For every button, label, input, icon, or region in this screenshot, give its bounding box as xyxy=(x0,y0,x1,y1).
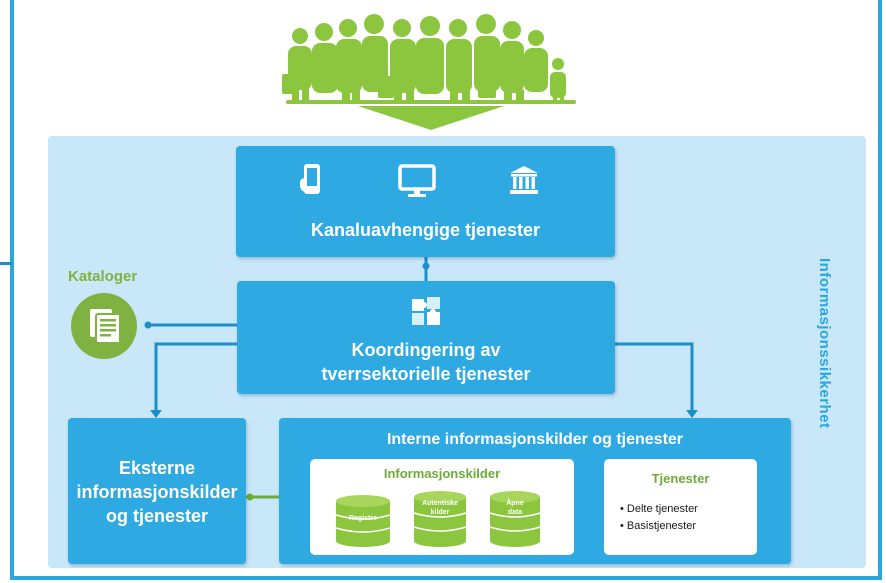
db-autentiske: Autentiske kilder xyxy=(412,489,468,547)
service-item-2: • Basistjenester xyxy=(620,520,697,532)
external-line2: informasjonskilder xyxy=(76,482,238,502)
db-autentiske-line2: kilder xyxy=(430,509,450,516)
db-autentiske-label: Autentiske kilder xyxy=(412,499,468,517)
coordination-box: Koordingering av tverrsektorielle tjenes… xyxy=(237,281,615,394)
left-connector-stub xyxy=(0,262,12,265)
db-apne-label: Åpne data xyxy=(488,499,542,517)
external-line3: og tjenester xyxy=(105,506,209,526)
external-sources-box: Eksterne informasjonskilder og tjenester xyxy=(68,418,246,564)
db-registre-label: Registre xyxy=(348,515,377,522)
services-title: Tjenester xyxy=(651,471,710,486)
mid-box-title-line1: Koordingering av xyxy=(351,340,501,360)
document-catalog-icon xyxy=(90,309,121,344)
information-security-label: Informasjonssikkerhet xyxy=(816,258,833,429)
database-icon xyxy=(335,495,391,547)
db-apne-line1: Åpne xyxy=(506,500,524,507)
channel-independent-services-box: Kanaluavhengige tjenester xyxy=(236,146,615,257)
database-icon xyxy=(413,491,467,547)
db-registre: Registre xyxy=(334,493,392,547)
service-item-2-label: Basistjenester xyxy=(626,520,697,532)
puzzle-icon xyxy=(412,297,440,325)
service-item-1-label: Delte tjenester xyxy=(626,503,698,515)
sources-title: Informasjonskilder xyxy=(383,466,501,481)
db-autentiske-line1: Autentiske xyxy=(422,500,458,507)
catalog-circle xyxy=(71,293,137,359)
mobile-phone-icon xyxy=(300,164,320,194)
mid-box-title-line2: tverrsektorielle tjenester xyxy=(321,364,531,384)
catalog-label: Kataloger xyxy=(68,268,138,285)
db-apne-line2: data xyxy=(507,509,523,516)
people-crowd-icon xyxy=(282,14,576,130)
database-icon xyxy=(489,491,541,547)
monitor-icon xyxy=(398,164,436,197)
internal-title: Interne informasjonskilder og tjenester xyxy=(386,431,684,448)
external-line1: Eksterne xyxy=(118,458,196,478)
bank-icon xyxy=(510,166,538,194)
services-list: • Delte tjenester • Basistjenester xyxy=(620,501,755,535)
service-item-1: • Delte tjenester xyxy=(620,503,698,515)
information-sources-card: Informasjonskilder Registre Autentiske k… xyxy=(310,459,574,555)
services-card: Tjenester • Delte tjenester • Basistjene… xyxy=(604,459,757,555)
top-box-title: Kanaluavhengige tjenester xyxy=(310,220,541,240)
db-apne-data: Åpne data xyxy=(488,489,542,547)
